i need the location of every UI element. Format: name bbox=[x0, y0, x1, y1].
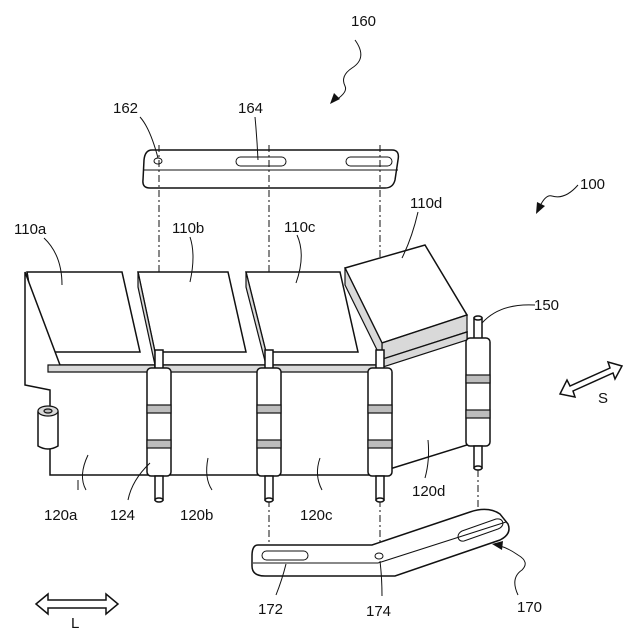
sleeve bbox=[38, 406, 58, 449]
label-160: 160 bbox=[351, 13, 376, 30]
label-110b: 110b bbox=[172, 220, 204, 237]
hinge-124-a bbox=[147, 350, 171, 502]
label-124: 124 bbox=[110, 507, 135, 524]
direction-arrow-l bbox=[36, 594, 118, 614]
hinge-c bbox=[368, 350, 392, 502]
label-164: 164 bbox=[238, 100, 263, 117]
label-172: 172 bbox=[258, 601, 283, 618]
label-120d: 120d bbox=[412, 483, 445, 500]
label-100: 100 bbox=[580, 176, 605, 193]
label-120a: 120a bbox=[44, 507, 78, 524]
arrow-100 bbox=[536, 185, 578, 214]
pin-150 bbox=[466, 316, 490, 470]
holder-120c bbox=[266, 365, 380, 475]
cell-110b bbox=[138, 272, 246, 365]
label-120b: 120b bbox=[180, 507, 213, 524]
hinge-b bbox=[257, 350, 281, 502]
holder-120b bbox=[155, 365, 268, 475]
label-110a: 110a bbox=[14, 221, 47, 238]
label-150: 150 bbox=[534, 297, 559, 314]
arrow-160 bbox=[330, 40, 361, 104]
cell-110c bbox=[246, 272, 358, 365]
label-110c: 110c bbox=[284, 219, 316, 236]
arrow-170 bbox=[492, 541, 525, 595]
direction-arrow-s bbox=[560, 362, 622, 397]
label-162: 162 bbox=[113, 100, 138, 117]
label-110d: 110d bbox=[410, 195, 442, 212]
label-120c: 120c bbox=[300, 507, 333, 524]
label-170: 170 bbox=[517, 599, 542, 616]
label-174: 174 bbox=[366, 603, 391, 620]
label-l: L bbox=[71, 615, 79, 632]
label-s: S bbox=[598, 390, 608, 407]
top-plate-160 bbox=[143, 150, 399, 188]
